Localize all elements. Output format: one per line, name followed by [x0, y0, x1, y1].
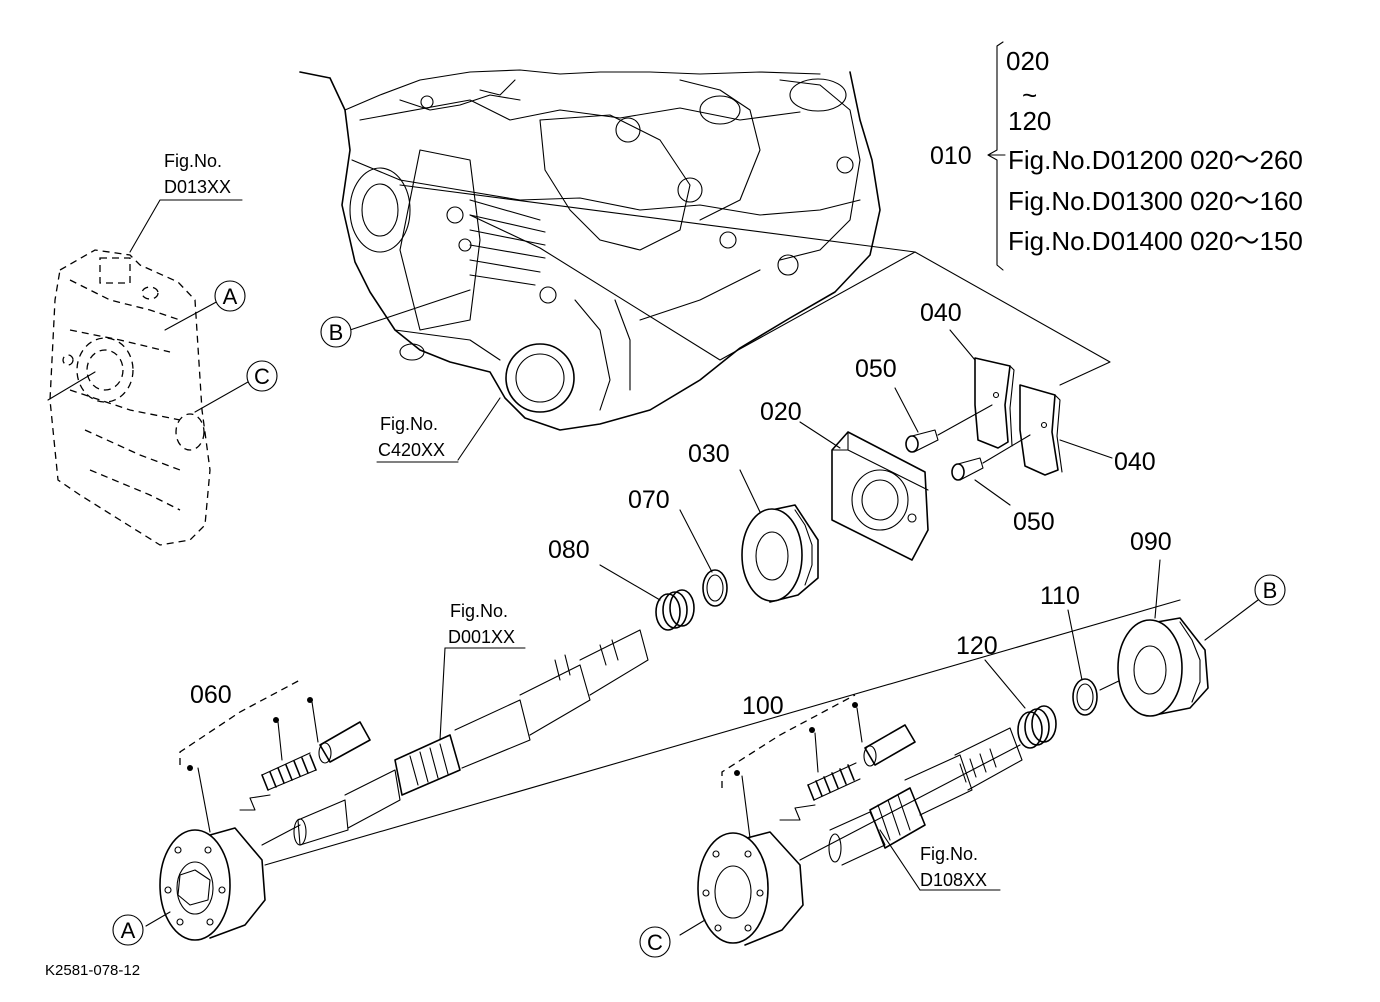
fig-ref-4-code: D108XX: [920, 870, 987, 890]
fig-ref-2-label: Fig.No.: [380, 414, 438, 434]
case-leader-lines: [349, 184, 1111, 463]
part-number-020: 020: [760, 398, 802, 426]
fig-ref-3-label: Fig.No.: [450, 601, 508, 621]
range-mark: ~: [1022, 80, 1037, 110]
note-line-3: Fig.No.D01400 020～150: [1008, 226, 1303, 256]
part-060-group: [179, 679, 371, 833]
drum-left-drawing: [145, 827, 266, 941]
part-110-ring: [1067, 609, 1126, 716]
transmission-case-drawing: [299, 69, 881, 431]
callout-b-lower: B: [1254, 574, 1286, 606]
part-040-plates: [949, 329, 1113, 476]
callout-a-lower-letter: A: [121, 918, 136, 943]
second-shaft-drawing: [799, 727, 1023, 866]
lower-leader-lines: [439, 647, 1001, 891]
valve-body-leader-lines: [129, 199, 256, 413]
note-line-1: Fig.No.D01200 020～260: [1008, 145, 1303, 175]
part-080-spring: [599, 564, 695, 631]
callout-b-upper-letter: B: [329, 320, 344, 345]
callout-a-lower: A: [112, 914, 144, 946]
callout-b-upper: B: [320, 316, 352, 348]
fig-ref-2-code: C420XX: [378, 440, 445, 460]
callout-a-upper-letter: A: [223, 284, 238, 309]
part-070-ring: [679, 509, 728, 607]
drum-right-drawing: [679, 831, 804, 946]
part-number-090: 090: [1130, 528, 1172, 556]
part-050-screws: [894, 387, 1031, 506]
part-number-070: 070: [628, 486, 670, 514]
figure-references: Fig.No. D013XX Fig.No. C420XX Fig.No. D0…: [164, 151, 987, 890]
callout-c-upper: C: [246, 360, 278, 392]
callout-c-lower-letter: C: [647, 930, 663, 955]
fig-ref-3-code: D001XX: [448, 627, 515, 647]
part-number-labels: 040 050 020 040 030 050 070 080 090 110 …: [190, 299, 1172, 720]
main-shaft-drawing: [261, 599, 1181, 866]
fig-ref-1-code: D013XX: [164, 177, 231, 197]
range-end: 120: [1008, 106, 1051, 136]
callout-b-lower-letter: B: [1263, 578, 1278, 603]
image-code: K2581-078-12: [45, 962, 140, 979]
callout-a-upper: A: [214, 280, 246, 312]
bracket-note: 020 ~ 120 Fig.No.D01200 020～260 Fig.No.D…: [930, 41, 1303, 271]
part-number-060: 060: [190, 681, 232, 709]
part-number-080: 080: [548, 536, 590, 564]
part-030-bearing: [739, 469, 819, 603]
callout-c-lower: C: [639, 926, 671, 958]
part-number-040-upper: 040: [920, 299, 962, 327]
part-020-holder: [799, 421, 929, 561]
part-number-110: 110: [1040, 582, 1080, 610]
fig-ref-4-label: Fig.No.: [920, 844, 978, 864]
part-number-100: 100: [742, 692, 784, 720]
note-line-2: Fig.No.D01300 020～160: [1008, 186, 1303, 216]
part-number-050-upper: 050: [855, 355, 897, 383]
part-090-bearing: [1117, 559, 1259, 717]
part-120-spring: [984, 659, 1057, 749]
part-number-040-lower: 040: [1114, 448, 1156, 476]
fig-ref-1-label: Fig.No.: [164, 151, 222, 171]
part-number-010: 010: [930, 142, 972, 170]
part-number-120: 120: [956, 632, 998, 660]
valve-body-drawing: [47, 249, 211, 546]
range-start: 020: [1006, 46, 1049, 76]
callout-c-upper-letter: C: [254, 364, 270, 389]
part-100-group: [721, 694, 916, 839]
part-number-030: 030: [688, 440, 730, 468]
part-number-050-lower: 050: [1013, 508, 1055, 536]
